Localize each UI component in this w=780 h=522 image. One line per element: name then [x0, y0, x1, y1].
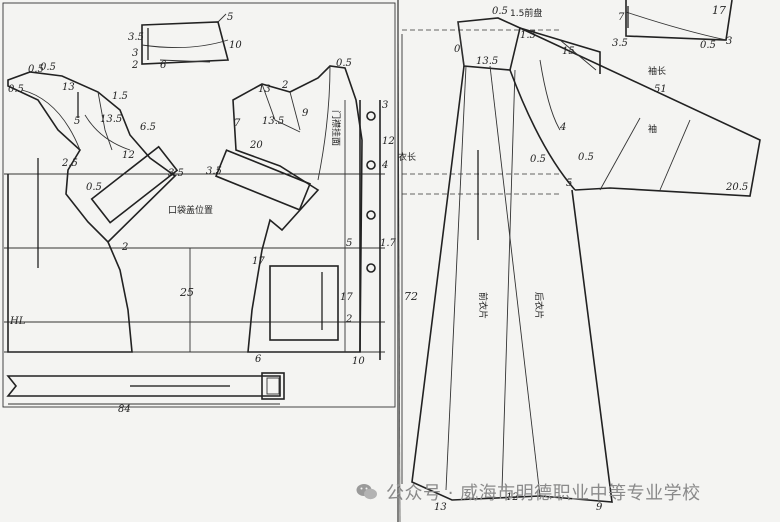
collar-label: 10 [229, 40, 242, 51]
front-label: 7 [234, 118, 241, 129]
back-label: 2 [121, 242, 128, 253]
back-label: 13 [62, 82, 75, 93]
body-label: 4 [559, 122, 566, 133]
sleeve-cap-label: 3 [726, 36, 732, 47]
front-label: 2 [281, 80, 288, 91]
back-label: 1.5 [112, 91, 128, 102]
body-label: 1.5 [520, 30, 536, 41]
body-label: 9 [596, 502, 603, 513]
sleeve-label: 20.5 [725, 182, 748, 193]
front-label: 13.5 [262, 116, 284, 127]
front-label: 10 [352, 356, 365, 367]
body-label: 0.5 [578, 152, 594, 163]
front-label: 20 [249, 140, 263, 151]
sleeve-length-label: 袖长 [648, 65, 666, 77]
front-label: 9 [302, 108, 309, 119]
sleeve-cap-label: 3.5 [612, 38, 628, 49]
front-label: 1.7 [380, 238, 397, 249]
front-label: 12 [382, 136, 395, 147]
back-label: 2.5 [61, 158, 78, 169]
front-label: 17 [340, 292, 353, 303]
wechat-icon [356, 484, 377, 500]
collar-label: 3 [132, 48, 138, 59]
sleeve-piece: 袖长 袖 51 20.5 [519, 27, 761, 197]
placket-label: 门襟挂面 [330, 110, 342, 146]
collar-label: 2 [131, 60, 138, 71]
back-label: 12 [122, 150, 135, 161]
body-label: 12 [506, 492, 519, 503]
back-label: 13.5 [100, 114, 122, 125]
body-label: 5 [566, 178, 572, 189]
back-label: 0.5 [86, 182, 102, 193]
watermark-text: 公众号 · 威海市明德职业中等专业学校 [386, 483, 701, 504]
belt-length-label: 84 [118, 404, 131, 415]
back-label: 0.5 [40, 62, 56, 73]
body-label: 15 [562, 46, 575, 57]
front-label: 3.5 [206, 166, 222, 177]
body-label: 13.5 [476, 56, 498, 67]
sleeve-cap-label: 7 [618, 12, 625, 23]
front-label: 0.5 [336, 58, 352, 69]
front-label: 2 [345, 314, 352, 325]
back-label: 5 [74, 116, 80, 127]
collar-label: 6 [160, 60, 167, 71]
watermark: 公众号 · 威海市明德职业中等专业学校 [356, 478, 766, 506]
back-label: 0.5 [28, 64, 44, 75]
sleeve-label: 51 [654, 84, 667, 95]
body-label: 1.5前盘 [510, 7, 542, 19]
front-label: 3 [382, 100, 388, 111]
long-body-piece: 0.5 1.5前盘 1.5 13.5 0 15 0.5 0.5 5 4 72 1… [398, 6, 613, 513]
body-label: 0.5 [492, 6, 508, 17]
belt-piece: 84 [6, 372, 285, 415]
collar-label: 3.5 [128, 32, 144, 43]
back-label: 6.5 [140, 122, 156, 133]
front-label: 6 [255, 354, 262, 365]
front-bodice-piece: 0.5 13 2 7 20 13.5 3.5 9 12 4 1.7 3 5 17… [206, 58, 397, 367]
body-label: 13 [434, 502, 447, 513]
back-label: 25 [179, 286, 194, 299]
collar-piece: 5 10 3.5 3 2 6 [128, 12, 242, 71]
front-label: 13 [258, 84, 271, 95]
sleeve-cap-label: 17 [712, 4, 726, 17]
sheet-frame [2, 0, 401, 522]
pocket-position-label: 口袋盖位置 [168, 204, 213, 216]
body-length-label: 72 [404, 290, 418, 303]
sleeve-label: 袖 [648, 123, 657, 135]
front-label: 4 [381, 160, 388, 171]
front-body-label: 前衣片 [477, 292, 489, 319]
back-bodice-piece: 0.5 0.5 0.5 5 1.5 13.5 6.5 2.5 12 13 3.5… [4, 62, 385, 353]
back-label: HL [9, 316, 26, 327]
back-body-label: 后衣片 [533, 292, 545, 319]
back-label: 3.5 [168, 168, 184, 179]
front-label: 5 [346, 238, 352, 249]
chest-label: 衣长 [398, 151, 416, 163]
collar-label: 5 [227, 12, 233, 23]
sleeve-cap-piece: 7 3.5 0.5 3 17 [612, 0, 733, 51]
back-label: 0.5 [8, 84, 24, 95]
front-label: 17 [252, 256, 265, 267]
sleeve-cap-label: 0.5 [700, 40, 716, 51]
body-label: 0 [454, 44, 461, 55]
body-label: 0.5 [530, 154, 546, 165]
